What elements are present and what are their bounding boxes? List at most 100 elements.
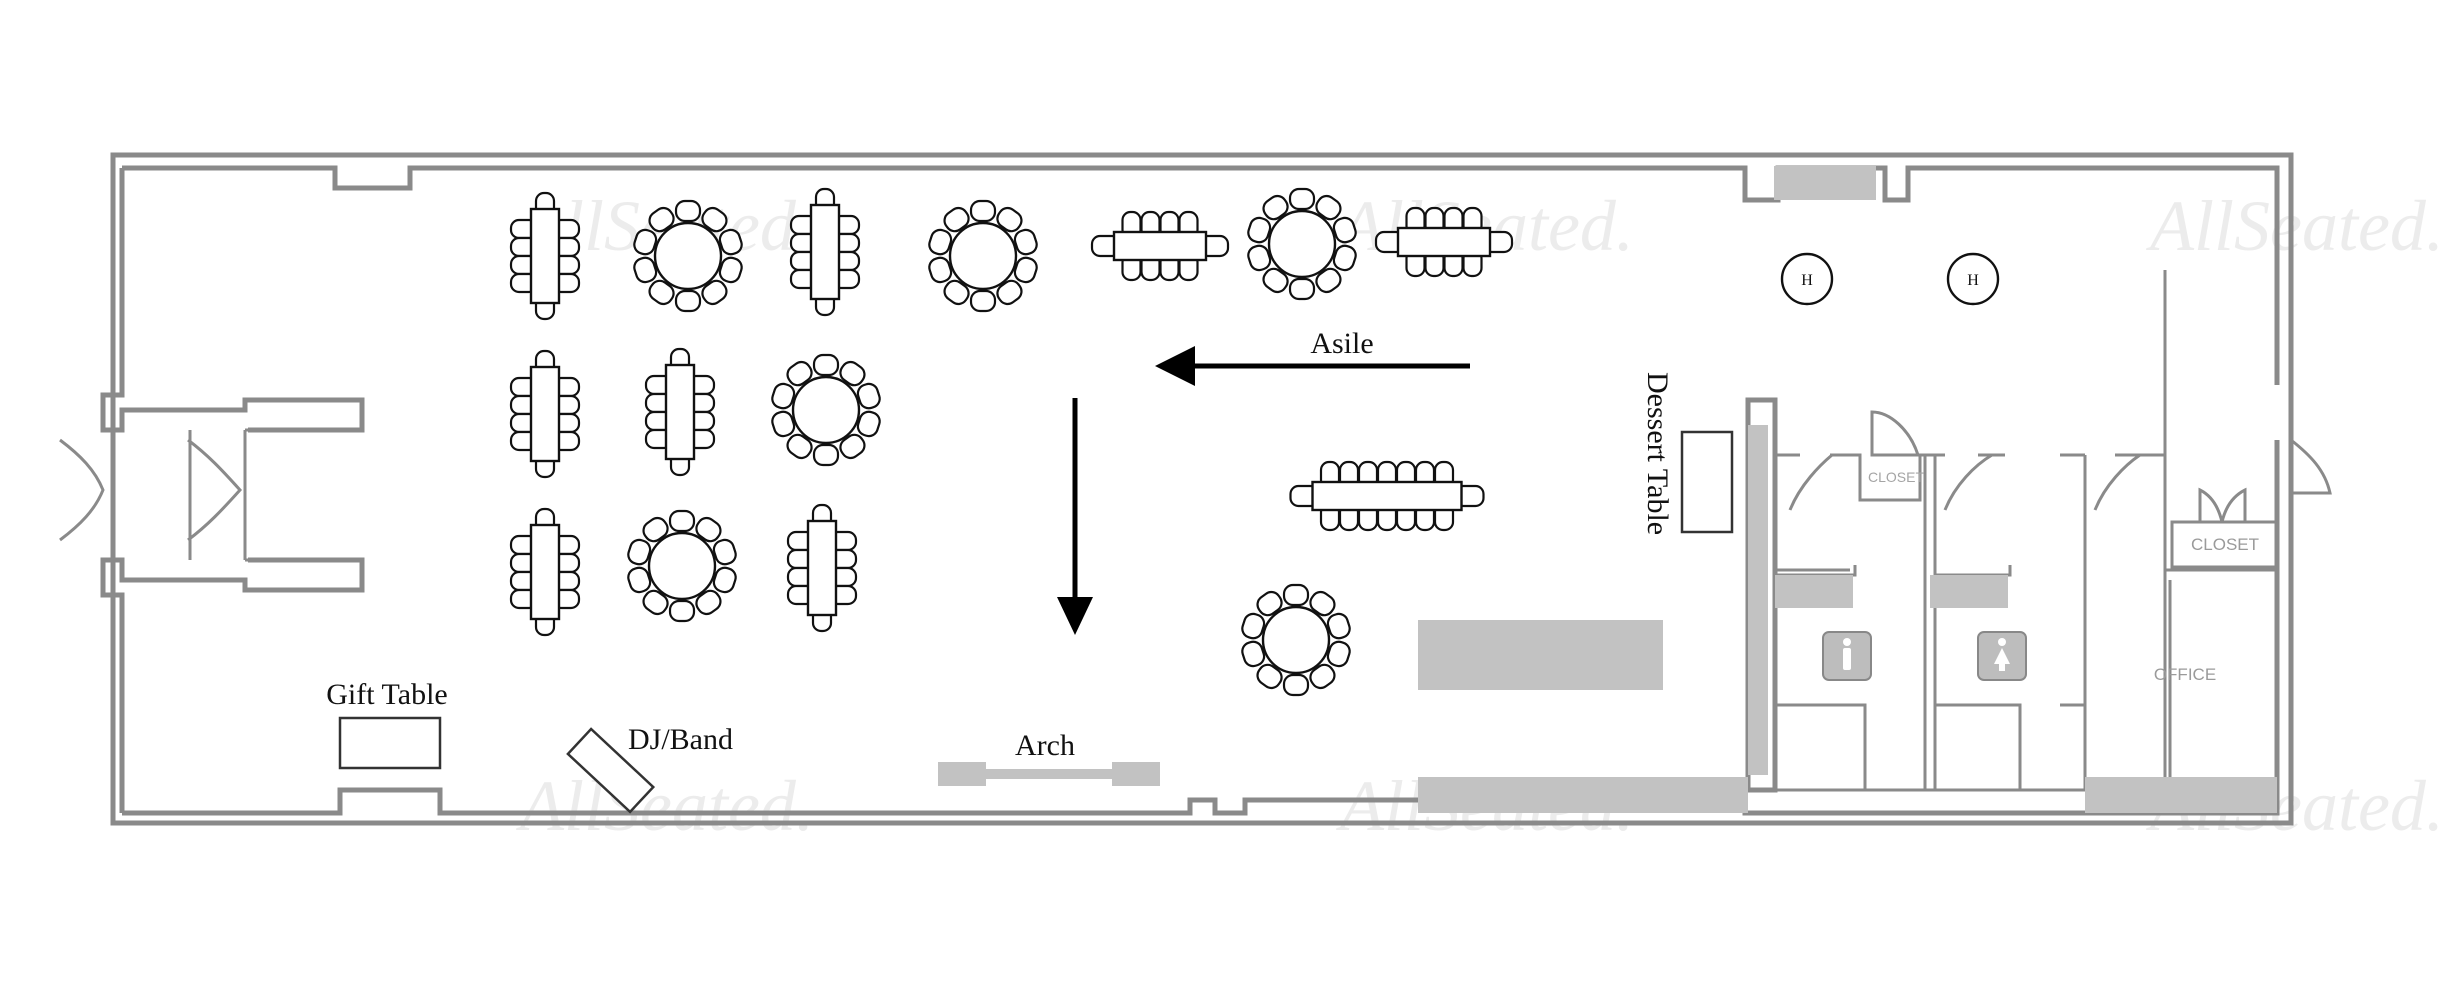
chair [771,382,796,410]
round-table [653,221,723,291]
entry-door-right [187,438,243,542]
arch-post [938,762,986,786]
closet-label: CLOSET [2191,535,2259,554]
closet-box [2170,520,2279,569]
chair [1282,673,1310,697]
arch-label: Arch [1015,729,1075,762]
banquet-table [1396,226,1492,258]
gift-table-label: Gift Table [326,678,447,711]
chair [786,360,813,387]
service-partition [1775,455,2172,800]
chair [1282,583,1310,607]
chair [856,410,881,438]
banquet-table [1311,480,1463,512]
arch-beam [986,769,1112,779]
chair [1262,267,1289,294]
closet-label: CLOSET [1868,469,1924,485]
chair [718,228,743,256]
dj-band-label: DJ/Band [628,723,733,756]
banquet-table [529,365,561,463]
round-table [948,221,1018,291]
chair [633,228,658,256]
banquet-table [664,363,696,461]
bar-back-counter [1418,777,1748,813]
chair [839,360,866,387]
round-table [1267,209,1337,279]
chair [1332,244,1357,272]
chair [695,589,722,616]
chair [1326,612,1351,640]
closet-door [2198,487,2224,523]
chair [642,589,669,616]
chair [1315,194,1342,221]
chair [969,199,997,223]
chair [1247,216,1272,244]
inner-wall-left-bottom [100,557,365,813]
watermark: AllSeated. [516,766,814,846]
vanity-counter [1775,575,1853,608]
chair [712,538,737,566]
chair [1241,612,1266,640]
dj-band-booth [566,727,656,814]
inner-wall-left-top [100,168,365,433]
chair [1309,663,1336,690]
chair [648,279,675,306]
chair [1326,640,1351,668]
gift-table-group: Gift Table [326,678,448,770]
chair [1013,228,1038,256]
arch-post [1112,762,1160,786]
chair [712,566,737,594]
door-swing [1943,453,1993,511]
watermark: AllSeated. [2146,186,2444,266]
arrow-down-icon [1057,398,1093,635]
chair [969,289,997,313]
chair [701,206,728,233]
entry-vestibule [188,428,248,562]
chair [718,256,743,284]
chair [633,256,658,284]
highboy-label: H [1801,272,1813,289]
outer-wall [110,152,2294,826]
chair [786,433,813,460]
banquet-table [529,523,561,621]
chair [695,516,722,543]
chair [928,228,953,256]
banquet-table [1112,230,1208,262]
banquet-table [809,203,841,301]
chair [668,599,696,623]
inner-wall-bottom [122,440,2280,816]
chair [674,289,702,313]
chair [668,509,696,533]
service-counter [1774,166,1876,200]
highboy-label: H [1967,272,1979,289]
chair [1262,194,1289,221]
chair [1288,187,1316,211]
chair [996,206,1023,233]
chair [928,256,953,284]
bar-counter [1418,620,1663,690]
dj-band-group: DJ/Band [566,723,733,814]
chair [627,538,652,566]
chair [1256,590,1283,617]
round-table [791,375,861,445]
exit-door-right [2290,438,2332,495]
seating [509,187,1514,697]
service-area: CLOSET CLOSET OFFICE [1418,166,2279,813]
chair [701,279,728,306]
closet-door [1870,410,1921,457]
aisle-label: Asile [1310,327,1373,360]
banquet-table [529,207,561,305]
vanity-counter [1930,575,2008,608]
chair [1309,590,1336,617]
chair [856,382,881,410]
chair [1013,256,1038,284]
chair [839,433,866,460]
arch-group: Arch [938,729,1160,786]
office-counter [2085,777,2277,813]
door-swing [1788,453,1833,511]
chair [1241,640,1266,668]
arrow-left-icon [1155,346,1470,386]
dessert-table-label: Dessert Table [1641,372,1674,535]
chair [812,443,840,467]
